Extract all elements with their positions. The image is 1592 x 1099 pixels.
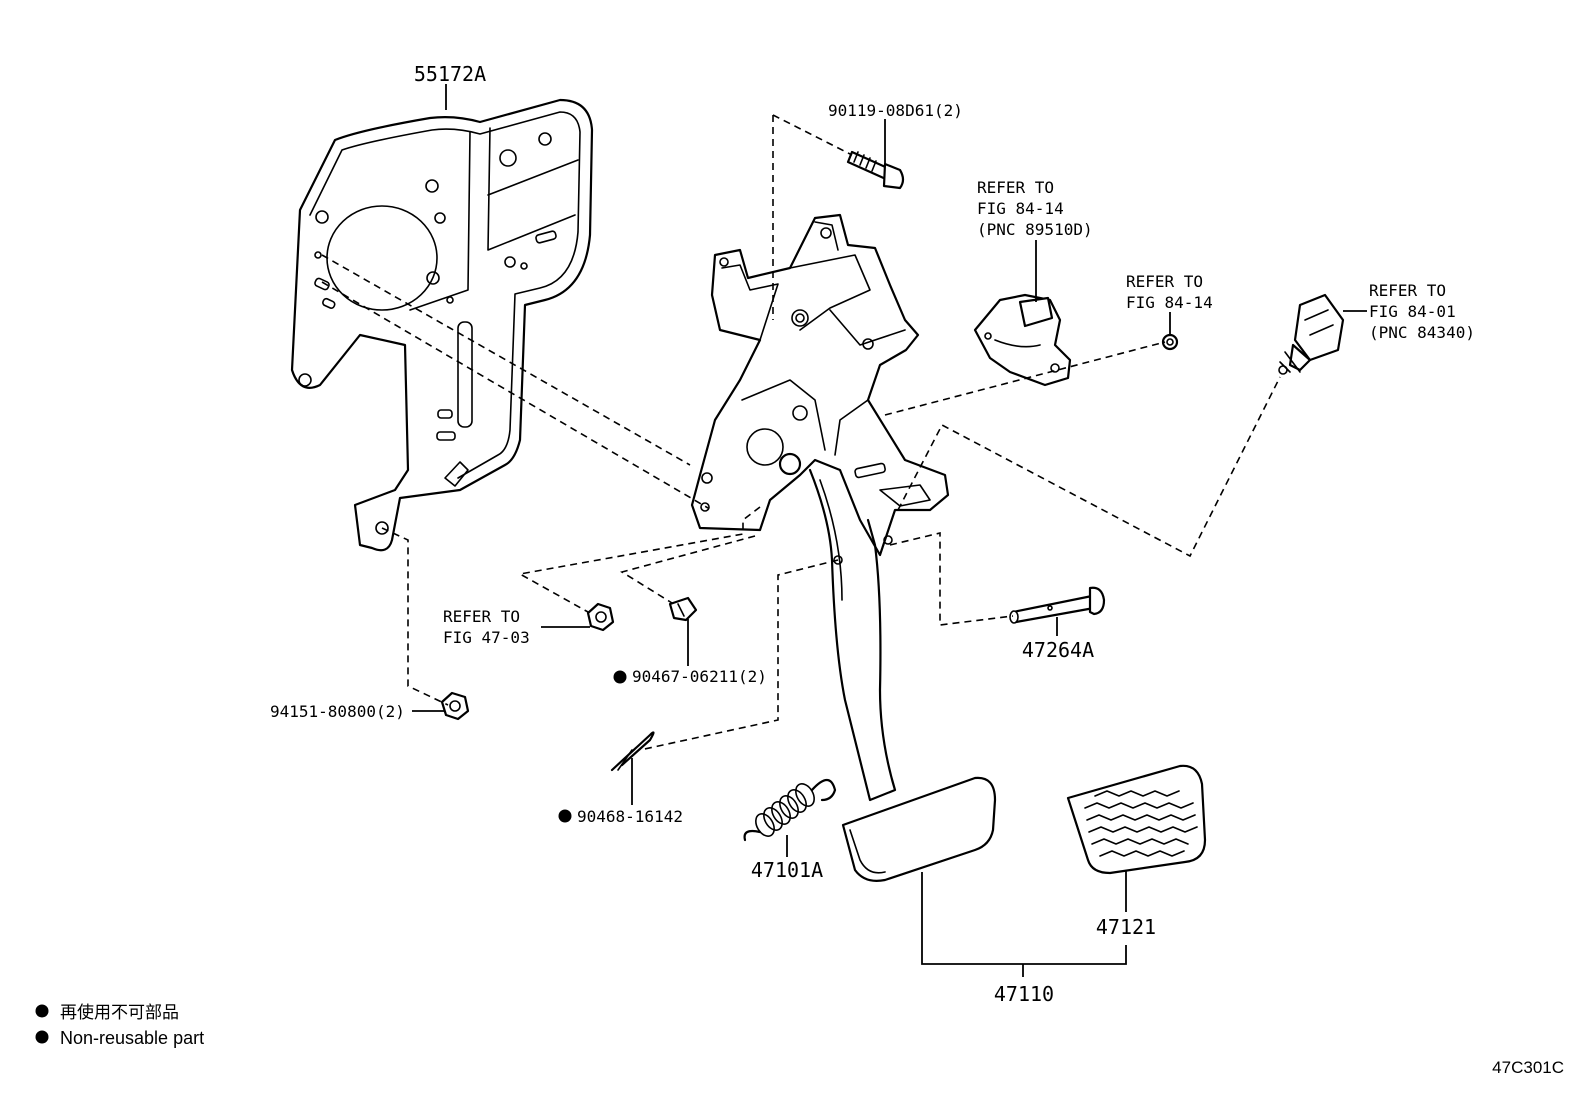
label-refer-switch-line2: FIG 84-01 [1369,302,1456,321]
label-90468: 90468-16142 [577,807,683,826]
bracket-55172a [290,98,594,552]
legend-bullet-jp [35,1004,49,1018]
non-reusable-marker-90467 [613,670,627,684]
label-refer-switch-line3: (PNC 84340) [1369,323,1475,342]
label-47264a: 47264A [1022,638,1094,662]
figure-code: 47C301C [1492,1058,1564,1077]
label-47121: 47121 [1096,915,1156,939]
nut-refer-47-03 [586,602,615,632]
pin-47264a [1009,586,1106,624]
nut-94151 [440,691,470,721]
label-55172a: 55172A [414,62,486,86]
stroke-sensor [973,293,1072,387]
pedal-47110 [690,213,997,882]
label-refer-sensor-line1: REFER TO [977,178,1054,197]
label-refer-47-line2: FIG 47-03 [443,628,530,647]
assembly-lines [321,114,1281,751]
leader-lines [412,84,1367,977]
legend-bullet-en [35,1030,49,1044]
part-labels: 55172A 90119-08D61(2) REFER TO FIG 84-14… [270,62,1475,1006]
legend: 再使用不可部品 Non-reusable part [35,1002,204,1048]
stop-lamp-switch [1278,293,1345,375]
nut-refer-84-14 [1161,333,1179,351]
spring-47101a [743,778,837,842]
label-refer-sensor-line2: FIG 84-14 [977,199,1064,218]
legend-english: Non-reusable part [60,1028,204,1048]
label-refer-nut-line2: FIG 84-14 [1126,293,1213,312]
cotter-pin-90468 [610,731,655,772]
legend-japanese: 再使用不可部品 [60,1002,179,1022]
label-90467: 90467-06211(2) [632,667,767,686]
label-94151: 94151-80800(2) [270,702,405,721]
clip-90467 [668,596,698,622]
label-refer-nut-line1: REFER TO [1126,272,1203,291]
non-reusable-marker-90468 [558,809,572,823]
label-47101a: 47101A [751,858,823,882]
label-refer-sensor-line3: (PNC 89510D) [977,220,1093,239]
label-refer-switch-line1: REFER TO [1369,281,1446,300]
label-47110: 47110 [994,982,1054,1006]
label-90119: 90119-08D61(2) [828,101,963,120]
pedal-pad-47121 [1066,764,1207,875]
label-refer-47-line1: REFER TO [443,607,520,626]
bolt-90119 [846,150,905,190]
